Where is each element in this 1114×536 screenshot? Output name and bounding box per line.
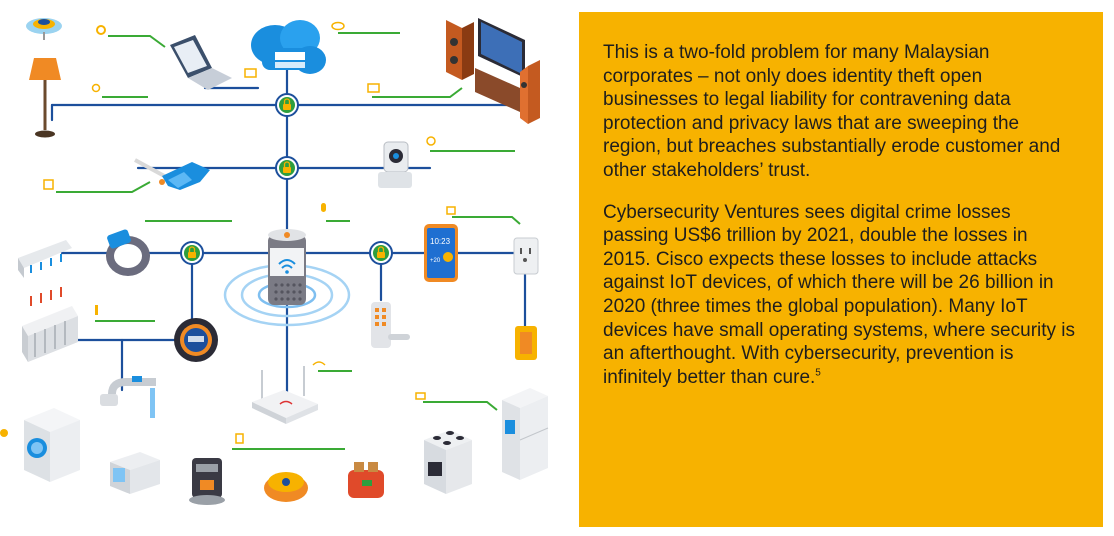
light-switch [515,326,537,360]
security-camera [378,141,412,188]
robot-vacuum [264,472,308,502]
coffee-machine [189,458,225,505]
fridge [502,388,549,480]
cube-icon [43,179,54,190]
monitor-icon [367,83,380,93]
lock-node-middle [275,156,299,180]
oven [424,430,472,494]
smartphone: 10:23 +20 [424,224,458,282]
lock-node-left [180,241,204,265]
router [252,366,318,424]
smart-band [106,229,150,276]
washing-machine [24,408,80,482]
cloud-server [251,20,326,74]
lock-node-top [275,93,299,117]
power-outlet [513,237,539,275]
laptop [170,35,232,90]
wifi-icon [312,361,326,366]
bullet-dot [0,429,8,437]
cloud-icon [331,21,345,31]
faucet [100,376,156,418]
home-theater [446,18,540,124]
toaster [348,462,384,498]
lock-node-right [369,241,393,265]
phone-time: 10:23 [430,237,451,246]
gear-icon [96,25,106,35]
microwave [110,452,160,494]
thermometer-icon [95,305,98,315]
microphone-icon [321,203,326,212]
thermostat [174,318,218,362]
door-lock [371,302,410,348]
callouts [56,32,521,450]
stove-icon [235,433,244,444]
smart-glasses [134,158,210,190]
paragraph-identity-theft: This is a two-fold problem for many Mala… [603,42,1061,181]
contrast-icon [426,136,436,146]
phone-icon [446,206,456,215]
ac-unit [18,240,72,278]
floor-lamp [29,58,61,138]
battery-icon [415,392,426,400]
text-panel: This is a two-fold problem for many Mala… [579,12,1103,527]
phone-temp: +20 [430,258,441,264]
paragraph-cybercrime-losses: Cybersecurity Ventures sees digital crim… [603,201,1076,388]
smart-speaker [223,229,351,327]
lightbulb-icon [91,83,101,93]
mail-icon [244,68,257,78]
radiator [22,287,78,362]
callout-icons [43,21,456,444]
ceiling-lamp [26,18,62,40]
footnote-reference: 5 [815,367,821,379]
iot-network-illustration: 10:23 +20 [18,18,549,505]
